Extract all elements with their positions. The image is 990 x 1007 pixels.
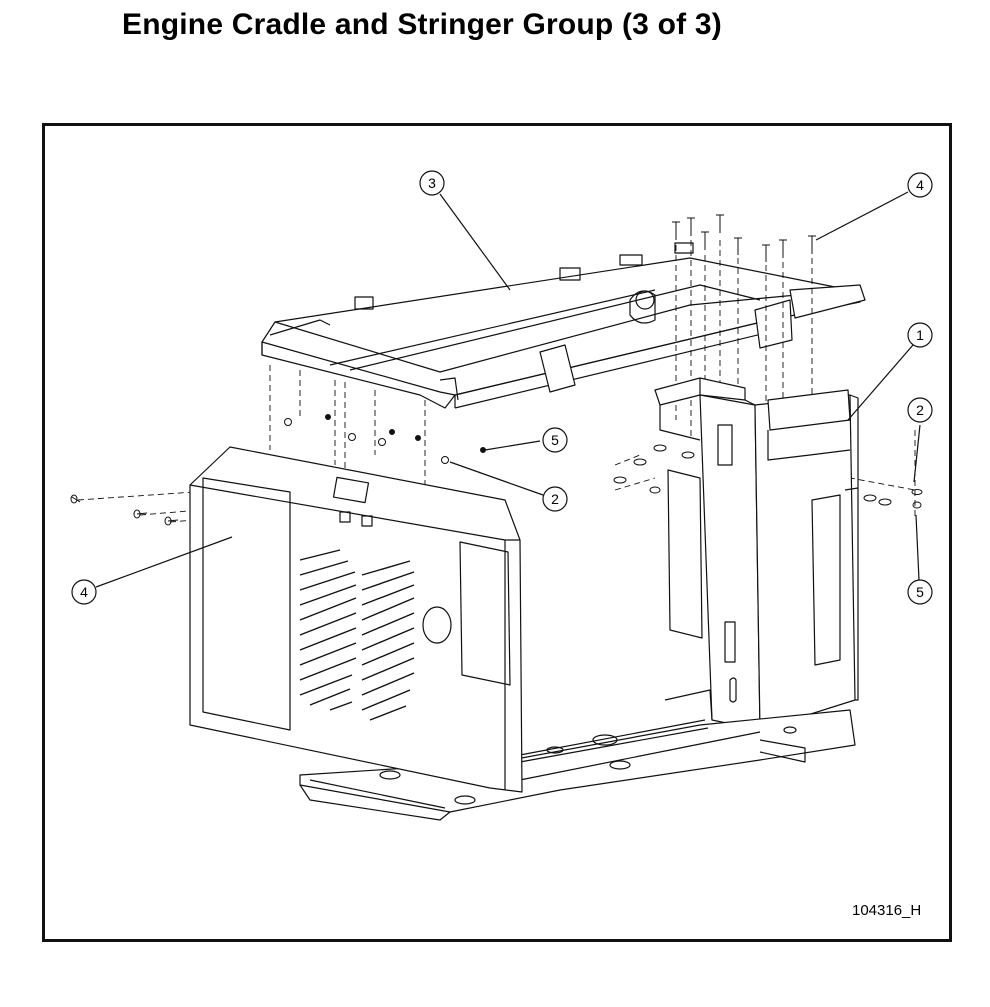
side-panel xyxy=(189,446,523,793)
drawing-frame xyxy=(42,123,952,942)
mid-hardware xyxy=(284,414,923,509)
callout-circles xyxy=(71,170,933,605)
callout-1: 1 xyxy=(916,327,924,343)
callout-3: 3 xyxy=(428,175,436,191)
callout-5-center: 5 xyxy=(551,432,559,448)
leader-lines xyxy=(95,191,921,588)
upper-bolts xyxy=(672,214,816,262)
base-frame xyxy=(299,689,856,821)
callout-2-right: 2 xyxy=(916,402,924,418)
stringer-assembly xyxy=(261,242,866,409)
cradle-drawing xyxy=(70,170,933,821)
callout-4-left: 4 xyxy=(80,584,88,600)
page-title: Engine Cradle and Stringer Group (3 of 3… xyxy=(122,8,722,41)
upright-bracket xyxy=(654,377,859,731)
callout-5-right: 5 xyxy=(916,584,924,600)
callout-4-top: 4 xyxy=(916,177,924,193)
louver-slots xyxy=(299,549,415,721)
drawing-number: 104316_H xyxy=(852,902,922,919)
side-bolts xyxy=(70,494,243,540)
callout-2-center: 2 xyxy=(551,491,559,507)
